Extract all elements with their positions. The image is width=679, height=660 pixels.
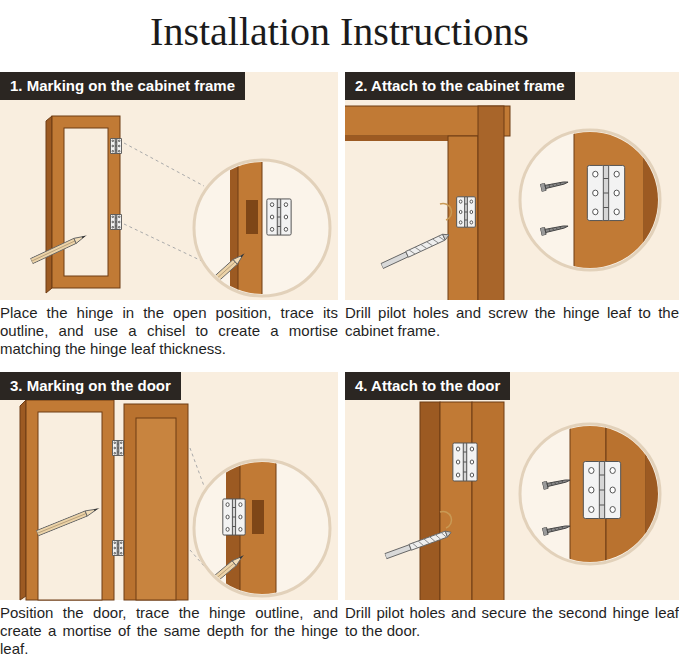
hinge xyxy=(267,199,291,235)
frame-side xyxy=(420,402,440,600)
screw xyxy=(542,476,571,490)
frame-side xyxy=(20,400,26,600)
step-heading: 4. Attach to the door xyxy=(345,372,510,400)
frame-stile xyxy=(448,136,478,300)
frame-stile xyxy=(440,402,472,600)
door-panel xyxy=(136,418,176,600)
hinge xyxy=(453,443,477,481)
step-heading: 2. Attach to the cabinet frame xyxy=(345,72,575,100)
door-frame-figure xyxy=(20,400,204,600)
frame-side xyxy=(46,116,52,293)
frame-opening xyxy=(64,128,108,276)
hinge xyxy=(112,540,123,555)
hinge xyxy=(223,499,245,535)
screw xyxy=(540,222,569,236)
screw xyxy=(542,522,571,536)
step-description: Drill pilot holes and screw the hinge le… xyxy=(345,304,679,340)
step-heading: 1. Marking on the cabinet frame xyxy=(0,72,245,100)
frame xyxy=(52,116,120,288)
page-title: Installation Instructions xyxy=(150,0,529,56)
screw xyxy=(540,178,569,192)
wood xyxy=(238,150,262,310)
door-stile xyxy=(472,402,504,600)
mortise xyxy=(246,200,258,234)
frame-opening xyxy=(38,412,102,600)
wood-side xyxy=(230,150,238,310)
hinge xyxy=(587,165,624,220)
step-heading: 3. Marking on the door xyxy=(0,372,181,400)
frame-rail-edge xyxy=(345,136,448,141)
hinge xyxy=(112,440,123,455)
title-area: Installation Instructions xyxy=(0,0,679,72)
mortise xyxy=(252,500,264,534)
hinge xyxy=(110,214,121,229)
hinge xyxy=(457,197,476,227)
pencil xyxy=(36,505,100,535)
step-description: Place the hinge in the open position, tr… xyxy=(0,304,338,358)
step-description: Drill pilot holes and secure the second … xyxy=(345,604,679,640)
frame-stile-side xyxy=(478,106,504,300)
hinge xyxy=(583,462,620,519)
rotation-arrow xyxy=(440,511,452,528)
door xyxy=(124,404,188,600)
frame xyxy=(26,400,114,600)
hinge xyxy=(110,138,121,153)
step-description: Position the door, trace the hinge outli… xyxy=(0,604,338,658)
